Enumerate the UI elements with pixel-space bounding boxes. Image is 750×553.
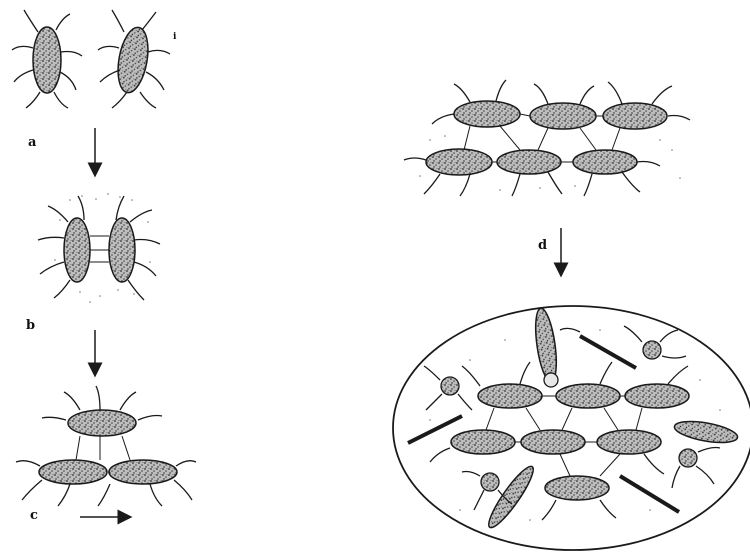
particle-c-top [68,410,136,436]
stage-b-particles [38,193,160,303]
particle-b-right [109,218,135,282]
stage-network [393,306,750,550]
stage-c-cluster [16,386,196,506]
label-b: b [26,318,35,333]
stage-layer [404,80,690,196]
label-c: c [30,508,38,523]
label-a: a [28,135,36,150]
particle-c-left [39,460,107,484]
stage-a-particles [12,10,170,108]
particle-c-right [109,460,177,484]
label-i: i [173,32,176,42]
particle-a-right [98,10,170,108]
particle-b-left [64,218,90,282]
label-d: d [538,238,547,253]
particle-a-left [12,10,82,108]
